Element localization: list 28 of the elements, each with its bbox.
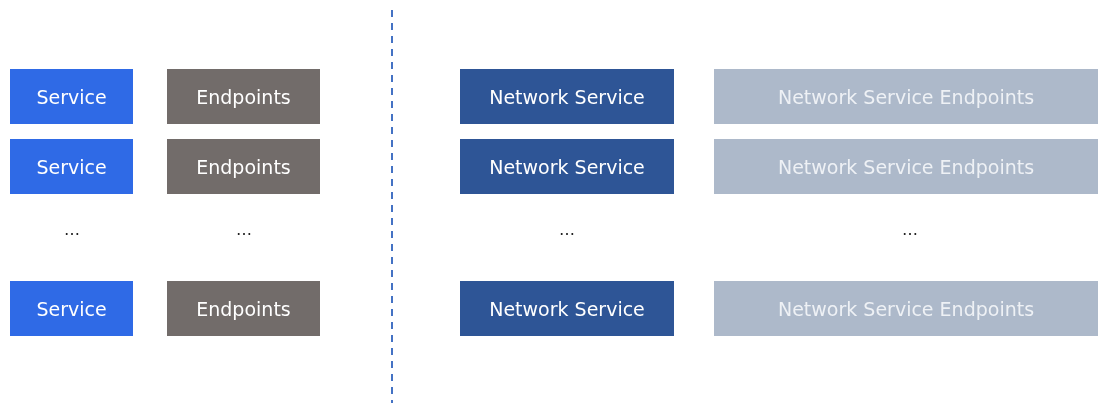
box-label: Network Service Endpoints [777,85,1035,108]
process-box [167,281,320,336]
process-box [10,69,133,124]
ellipsis: … [559,220,575,239]
box-label: Service [36,155,107,178]
box-label: Endpoints [196,155,291,178]
box-label: Network Service Endpoints [777,297,1035,320]
ellipsis: … [236,220,252,239]
box-label: Endpoints [196,297,291,320]
process-box [714,69,1098,124]
process-box [167,139,320,194]
process-box [714,281,1098,336]
box-label: Network Service [489,297,645,320]
box-label: Network Service [489,155,645,178]
ellipsis: … [902,220,918,239]
process-box [10,281,133,336]
process-box [460,281,674,336]
process-box [10,139,133,194]
process-box [460,139,674,194]
ellipsis: … [64,220,80,239]
box-label: Service [36,297,107,320]
box-label: Endpoints [196,85,291,108]
box-label: Network Service [489,85,645,108]
process-box [714,139,1098,194]
box-label: Network Service Endpoints [777,155,1035,178]
process-box [167,69,320,124]
process-box [460,69,674,124]
box-label: Service [36,85,107,108]
